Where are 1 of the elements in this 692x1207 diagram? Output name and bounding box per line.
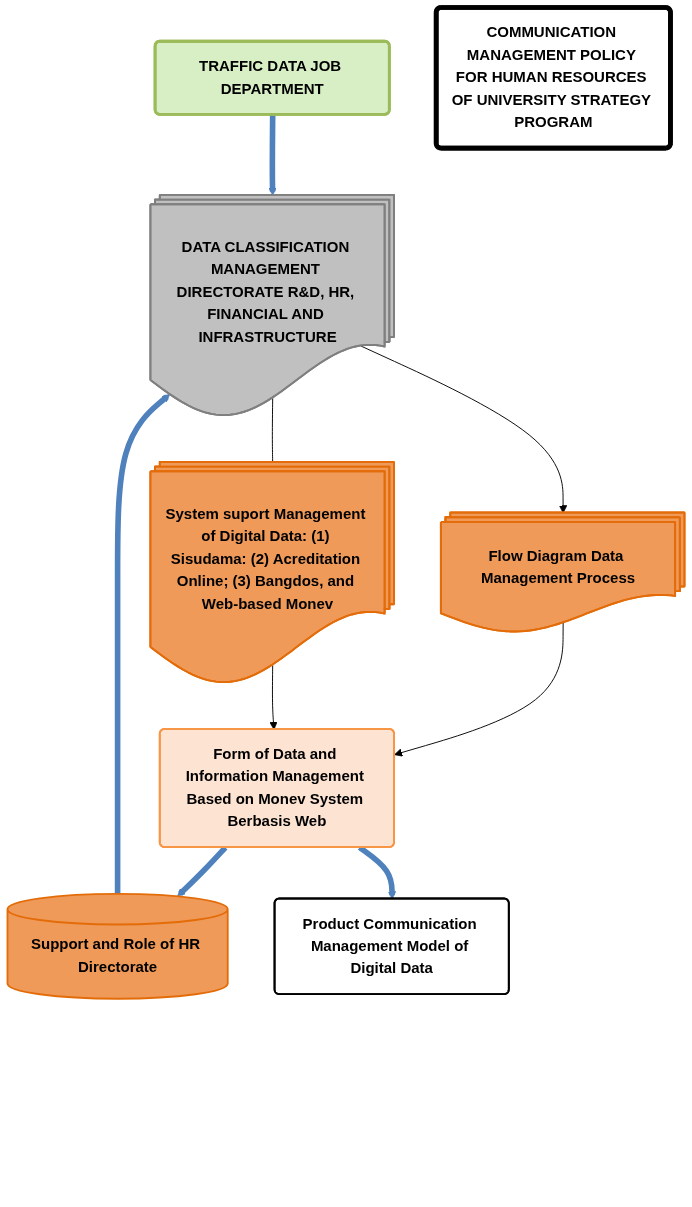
arrow <box>114 393 171 894</box>
